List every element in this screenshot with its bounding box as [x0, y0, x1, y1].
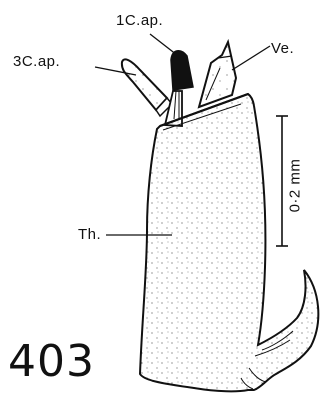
vesica: [199, 42, 236, 107]
scale-bar-label: 0·2 mm: [288, 146, 303, 226]
leader-line-1cap: [150, 34, 177, 55]
label-first-capitulum-apodeme: 1C.ap.: [116, 13, 163, 28]
third-capitulum-apodeme: [122, 59, 172, 116]
label-third-capitulum-apodeme: 3C.ap.: [13, 54, 60, 69]
leader-line-vesica: [232, 46, 270, 70]
label-theca: Th.: [78, 227, 101, 242]
theca: [140, 94, 318, 391]
label-vesica: Ve.: [271, 41, 294, 56]
figure-number: 403: [8, 340, 95, 384]
